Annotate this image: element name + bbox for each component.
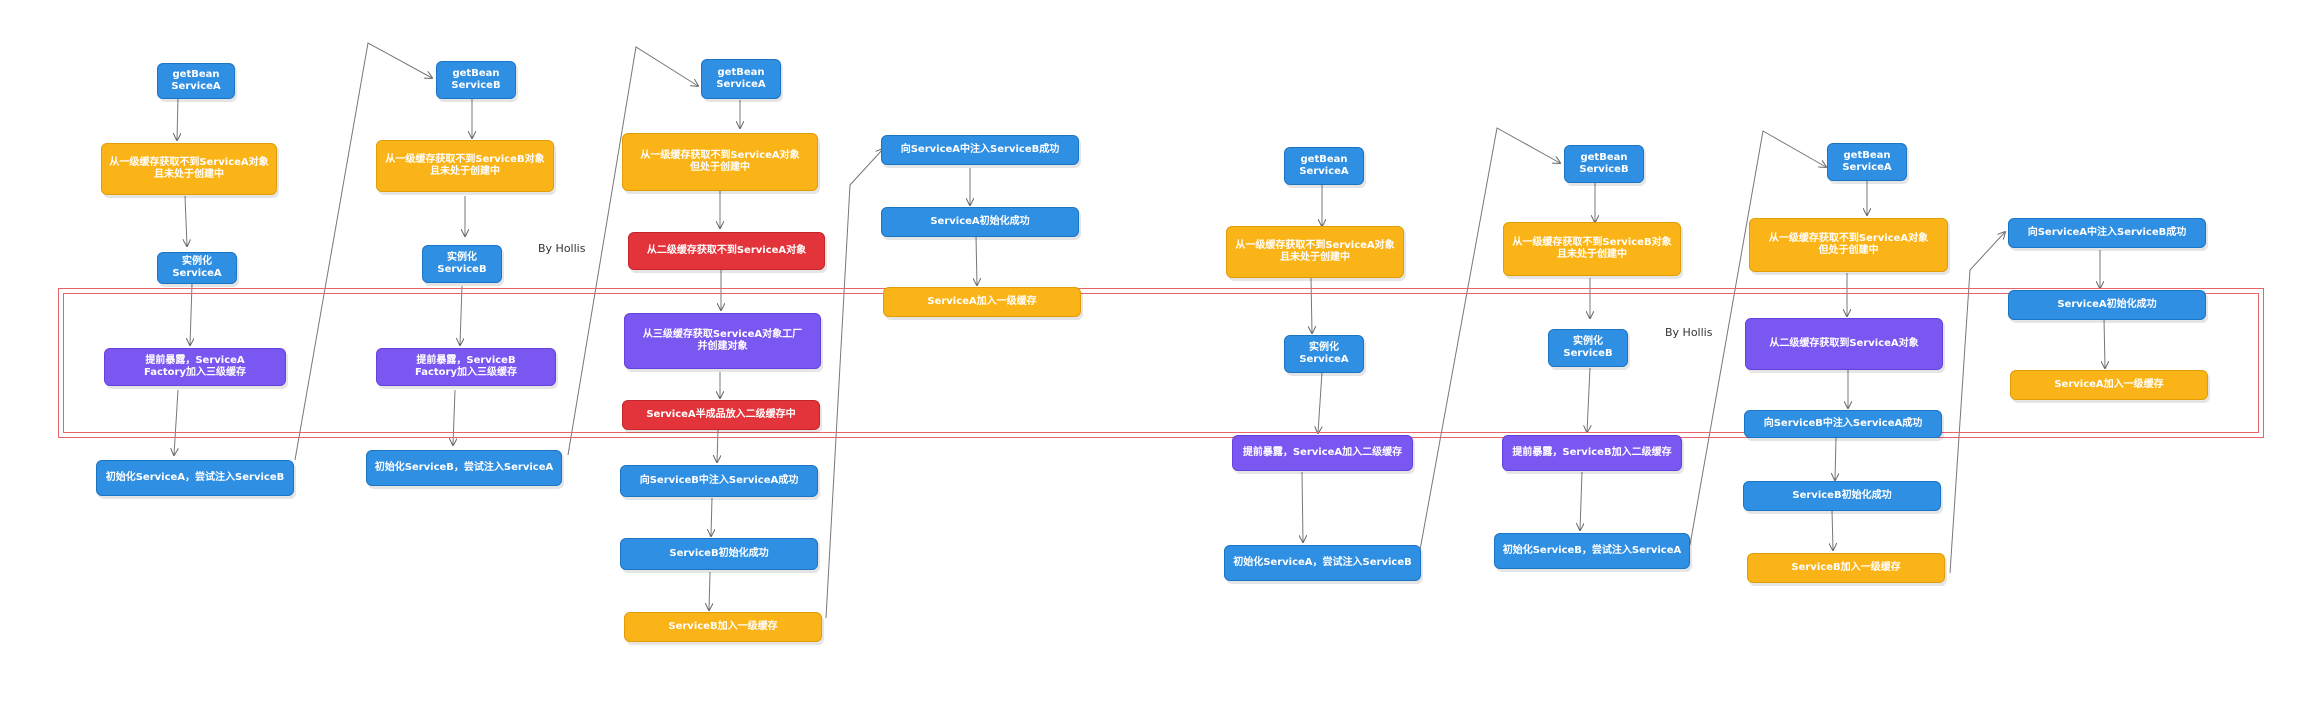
node-instantiate-serviceb[interactable]: 实例化ServiceB bbox=[1548, 329, 1628, 367]
arrow bbox=[567, 46, 698, 456]
node-l1-miss-serviceb[interactable]: 从一级缓存获取不到ServiceB对象 且未处于创建中 bbox=[1503, 222, 1681, 276]
arrow bbox=[1835, 437, 1836, 480]
arrow bbox=[976, 235, 977, 285]
arrow bbox=[1419, 127, 1560, 551]
watermark-label: By Hollis bbox=[538, 242, 586, 255]
arrow bbox=[294, 42, 432, 461]
node-servicea-to-l1[interactable]: ServiceA加入一级缓存 bbox=[2010, 370, 2208, 400]
node-servicea-init-success[interactable]: ServiceA初始化成功 bbox=[881, 207, 1079, 237]
node-expose-serviceb-to-l2[interactable]: 提前暴露，ServiceB加入二级缓存 bbox=[1502, 435, 1682, 471]
node-l1-miss-servicea-creating[interactable]: 从一级缓存获取不到ServiceA对象 但处于创建中 bbox=[622, 133, 818, 191]
arrow bbox=[1302, 471, 1303, 542]
node-getbean-serviceb[interactable]: getBean ServiceB bbox=[436, 61, 516, 99]
node-init-serviceb[interactable]: 初始化ServiceB，尝试注入ServiceA bbox=[1494, 533, 1690, 569]
node-serviceb-to-l1[interactable]: ServiceB加入一级缓存 bbox=[1747, 553, 1945, 583]
node-expose-servicea-to-l2[interactable]: 提前暴露，ServiceA加入二级缓存 bbox=[1232, 435, 1413, 471]
arrow bbox=[453, 389, 455, 445]
node-expose-servicea-factory[interactable]: 提前暴露，ServiceA Factory加入三级缓存 bbox=[104, 348, 286, 386]
node-expose-serviceb-factory[interactable]: 提前暴露，ServiceB Factory加入三级缓存 bbox=[376, 348, 556, 386]
node-inject-serviceb-into-servicea[interactable]: 向ServiceA中注入ServiceB成功 bbox=[881, 135, 1079, 165]
node-serviceb-init-success[interactable]: ServiceB初始化成功 bbox=[1743, 481, 1941, 511]
node-getbean-servicea-again[interactable]: getBean ServiceA bbox=[1827, 143, 1907, 181]
node-getbean-servicea-again[interactable]: getBean ServiceA bbox=[701, 59, 781, 99]
arrow bbox=[174, 389, 179, 455]
node-init-serviceb[interactable]: 初始化ServiceB，尝试注入ServiceA bbox=[366, 450, 562, 486]
node-l1-miss-serviceb[interactable]: 从一级缓存获取不到ServiceB对象 且未处于创建中 bbox=[376, 140, 554, 192]
node-serviceb-init-success[interactable]: ServiceB初始化成功 bbox=[620, 538, 818, 570]
arrow bbox=[1580, 471, 1582, 530]
node-init-servicea[interactable]: 初始化ServiceA，尝试注入ServiceB bbox=[96, 460, 294, 496]
arrow bbox=[460, 285, 462, 345]
arrow bbox=[1949, 232, 2005, 574]
node-instantiate-serviceb[interactable]: 实例化ServiceB bbox=[422, 245, 502, 283]
arrow bbox=[1311, 277, 1312, 333]
node-getbean-servicea[interactable]: getBean ServiceA bbox=[1284, 147, 1364, 185]
arrow bbox=[190, 283, 192, 345]
arrow bbox=[1832, 509, 1833, 550]
arrow bbox=[717, 429, 718, 462]
node-inject-serviceb-into-servicea[interactable]: 向ServiceA中注入ServiceB成功 bbox=[2008, 218, 2206, 248]
arrow bbox=[711, 497, 712, 536]
arrow bbox=[177, 97, 178, 140]
node-servicea-semi-to-l2[interactable]: ServiceA半成品放入二级缓存中 bbox=[622, 400, 820, 430]
arrow bbox=[1689, 130, 1826, 546]
watermark-label: By Hollis bbox=[1665, 326, 1713, 339]
arrow bbox=[1587, 367, 1590, 432]
arrow bbox=[709, 571, 710, 610]
arrow bbox=[825, 149, 883, 619]
node-l2-get-servicea[interactable]: 从二级缓存获取到ServiceA对象 bbox=[1745, 318, 1943, 370]
node-l2-miss-servicea[interactable]: 从二级缓存获取不到ServiceA对象 bbox=[628, 232, 825, 270]
node-instantiate-servicea[interactable]: 实例化ServiceA bbox=[1284, 335, 1364, 373]
node-getbean-serviceb[interactable]: getBean ServiceB bbox=[1564, 145, 1644, 183]
node-inject-servicea-into-serviceb[interactable]: 向ServiceB中注入ServiceA成功 bbox=[620, 465, 818, 497]
node-l3-get-servicea-factory[interactable]: 从三级缓存获取ServiceA对象工厂 并创建对象 bbox=[624, 313, 821, 369]
node-l1-miss-servicea-creating[interactable]: 从一级缓存获取不到ServiceA对象 但处于创建中 bbox=[1749, 218, 1948, 272]
node-init-servicea[interactable]: 初始化ServiceA，尝试注入ServiceB bbox=[1224, 545, 1421, 581]
node-l1-miss-servicea[interactable]: 从一级缓存获取不到ServiceA对象 且未处于创建中 bbox=[101, 143, 277, 195]
arrow bbox=[1318, 371, 1323, 433]
node-servicea-init-success[interactable]: ServiceA初始化成功 bbox=[2008, 290, 2206, 320]
arrow bbox=[185, 195, 187, 246]
node-servicea-to-l1[interactable]: ServiceA加入一级缓存 bbox=[883, 287, 1081, 317]
node-instantiate-servicea[interactable]: 实例化ServiceA bbox=[157, 252, 237, 284]
node-getbean-servicea[interactable]: getBean ServiceA bbox=[157, 63, 235, 99]
node-l1-miss-servicea[interactable]: 从一级缓存获取不到ServiceA对象 且未处于创建中 bbox=[1226, 226, 1404, 278]
node-serviceb-to-l1[interactable]: ServiceB加入一级缓存 bbox=[624, 612, 822, 642]
arrow bbox=[2104, 317, 2105, 368]
node-inject-servicea-into-serviceb[interactable]: 向ServiceB中注入ServiceA成功 bbox=[1744, 410, 1942, 438]
